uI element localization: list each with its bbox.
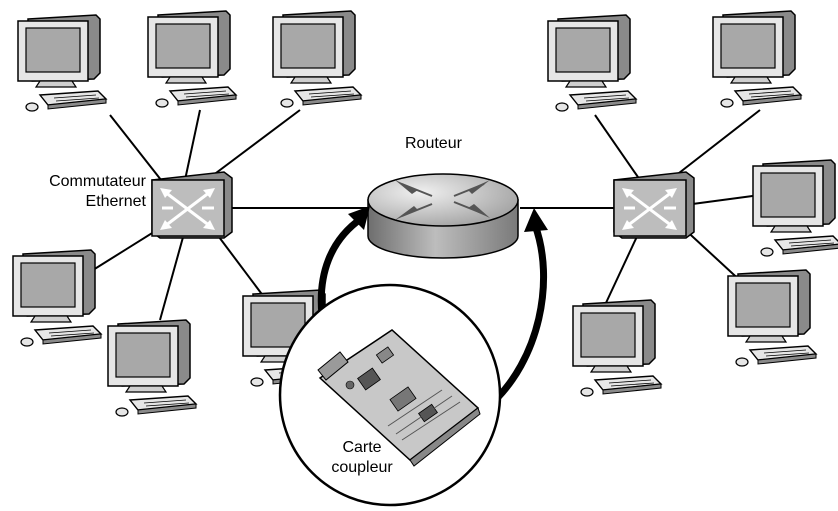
network-card: [317, 329, 481, 467]
computer-right-1: [752, 159, 838, 257]
computer-bottom-left-2: [107, 319, 197, 417]
card-label-line1: Carte: [342, 439, 382, 456]
router: [367, 173, 519, 259]
computer-bottom-left-1: [12, 249, 102, 347]
computer-top-left-1: [17, 14, 107, 112]
switch-label-line2: Ethernet: [85, 193, 146, 210]
computer-top-left-3: [272, 10, 362, 108]
computer-top-right-1: [547, 14, 637, 112]
computer-top-right-2: [712, 10, 802, 108]
card-arrows: [317, 206, 548, 408]
router-label: Routeur: [405, 135, 462, 152]
switch-label-line1: Commutateur: [49, 173, 146, 190]
card-label: Carte coupleur: [322, 438, 402, 478]
computer-right-2: [727, 269, 817, 367]
right-cables: [520, 109, 761, 306]
computer-top-left-2: [147, 10, 237, 108]
ethernet-switch-right: [613, 171, 695, 239]
switch-label: Commutateur Ethernet: [14, 172, 146, 212]
network-card-callout: [278, 283, 502, 507]
card-label-line2: coupleur: [331, 459, 393, 476]
left-cables: [84, 109, 375, 321]
ethernet-switch-left: [151, 171, 233, 239]
computer-bottom-right-1: [572, 299, 662, 397]
